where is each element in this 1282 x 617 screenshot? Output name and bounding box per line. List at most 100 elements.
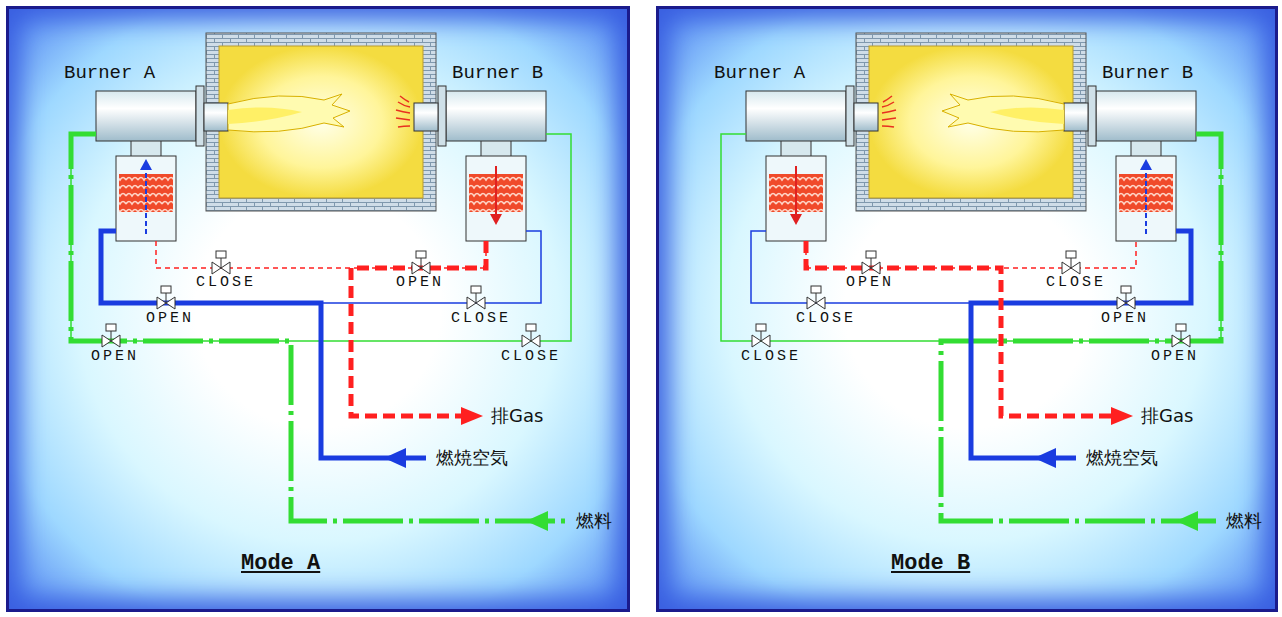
flow-label: 燃焼空気 <box>436 447 508 469</box>
burner-assembly <box>746 86 896 241</box>
valve-state-label: OPEN <box>396 274 444 291</box>
fuel-flow <box>941 134 1221 521</box>
flow-label: 燃料 <box>1226 510 1262 532</box>
mode-panel: Mode A Burner A Burner B <box>6 6 630 612</box>
burner-label-box: Burner B <box>450 62 550 86</box>
valve-symbol <box>467 286 485 309</box>
exhaust-pipe <box>806 241 1136 268</box>
regenerator-box <box>466 156 526 241</box>
flow-label: 燃焼空気 <box>1086 447 1158 469</box>
burner-nozzle <box>854 103 878 131</box>
valve-symbol <box>807 286 825 309</box>
valve-symbol <box>102 324 120 347</box>
burner-nozzle <box>1064 103 1088 131</box>
regenerator-neck <box>1131 140 1161 158</box>
flame <box>228 94 350 132</box>
valve-symbol <box>1062 251 1080 274</box>
panel-drawing <box>71 33 571 531</box>
valve-symbol <box>212 251 230 274</box>
furnace-wall <box>856 33 1086 211</box>
regenerator-neck <box>781 140 811 158</box>
burner-assembly <box>942 86 1196 241</box>
burner-label: Burner A <box>714 62 810 84</box>
valve-state-label: OPEN <box>1151 348 1199 365</box>
valve-state-label: CLOSE <box>451 310 511 327</box>
flame <box>942 94 1064 132</box>
exhaust-arrowhead <box>1111 407 1133 425</box>
burner-label: Burner B <box>452 62 548 84</box>
burner-label: Burner B <box>1102 62 1198 84</box>
valve-symbol <box>752 324 770 347</box>
burner-assembly <box>96 86 350 241</box>
burner-body <box>96 91 196 141</box>
valve-symbol <box>522 324 540 347</box>
heat-lines <box>882 96 896 127</box>
exhaust-pipe <box>156 241 486 268</box>
regenerator-neck <box>481 140 511 158</box>
valve-state-label: CLOSE <box>501 348 561 365</box>
regenerator-neck <box>131 140 161 158</box>
burner-label-box: Burner B <box>1100 62 1200 86</box>
mode-label: Mode A <box>241 551 320 577</box>
exhaust-arrowhead <box>461 407 483 425</box>
air-arrowhead <box>384 448 406 468</box>
burner-flange <box>846 86 854 146</box>
burner-label-box: Burner A <box>712 62 812 86</box>
air-flow-arrow <box>1145 168 1147 234</box>
valve-state-label: OPEN <box>1101 310 1149 327</box>
fuel-arrowhead <box>526 511 548 531</box>
valve-state-label: OPEN <box>91 348 139 365</box>
flow-label: 燃料 <box>576 510 612 532</box>
exhaust-flow-arrow <box>795 166 797 216</box>
exhaust-flow-arrow <box>495 166 497 216</box>
flame-core <box>228 107 302 124</box>
burner-label: Burner A <box>64 62 160 84</box>
flame-core <box>990 107 1064 124</box>
air-flow-arrowhead <box>1140 159 1152 170</box>
burner-flange <box>438 86 446 146</box>
burner-flange <box>196 86 204 146</box>
valve-symbol <box>1117 286 1135 309</box>
exhaust-flow-arrowhead <box>790 214 802 225</box>
burner-assembly <box>396 86 546 241</box>
valve-state-label: OPEN <box>146 310 194 327</box>
burner-body <box>746 91 846 141</box>
air-flow-arrow <box>145 168 147 234</box>
valve-state-label: CLOSE <box>1046 274 1106 291</box>
mode-panel: Mode B Burner A Burner B <box>656 6 1278 612</box>
valve-state-label: CLOSE <box>796 310 856 327</box>
furnace-chamber <box>869 46 1073 198</box>
valve-symbol <box>412 251 430 274</box>
burner-nozzle <box>204 103 228 131</box>
valve-symbol <box>862 251 880 274</box>
exhaust-flow <box>351 241 486 416</box>
burner-nozzle <box>414 103 438 131</box>
burner-flange <box>1088 86 1096 146</box>
flow-label: 排Gas <box>491 405 543 427</box>
burner-body <box>1096 91 1196 141</box>
air-flow-arrowhead <box>140 159 152 170</box>
regenerator-box <box>1116 156 1176 241</box>
air-arrowhead <box>1034 448 1056 468</box>
valve-state-label: CLOSE <box>196 274 256 291</box>
valve-state-label: CLOSE <box>741 348 801 365</box>
heat-lines <box>396 96 410 127</box>
valve-symbol <box>1172 324 1190 347</box>
valve-symbol <box>157 286 175 309</box>
fuel-arrowhead <box>1176 511 1198 531</box>
regenerator-box <box>766 156 826 241</box>
panel-drawing <box>721 33 1221 531</box>
burner-label-box: Burner A <box>62 62 162 86</box>
furnace-wall <box>206 33 436 211</box>
regenerator-box <box>116 156 176 241</box>
air-flow <box>101 231 426 458</box>
exhaust-flow <box>806 241 1111 416</box>
burner-body <box>446 91 546 141</box>
exhaust-flow-arrowhead <box>490 214 502 225</box>
mode-label: Mode B <box>891 551 970 577</box>
valve-state-label: OPEN <box>846 274 894 291</box>
furnace-chamber <box>219 46 423 198</box>
fuel-flow <box>71 134 566 521</box>
